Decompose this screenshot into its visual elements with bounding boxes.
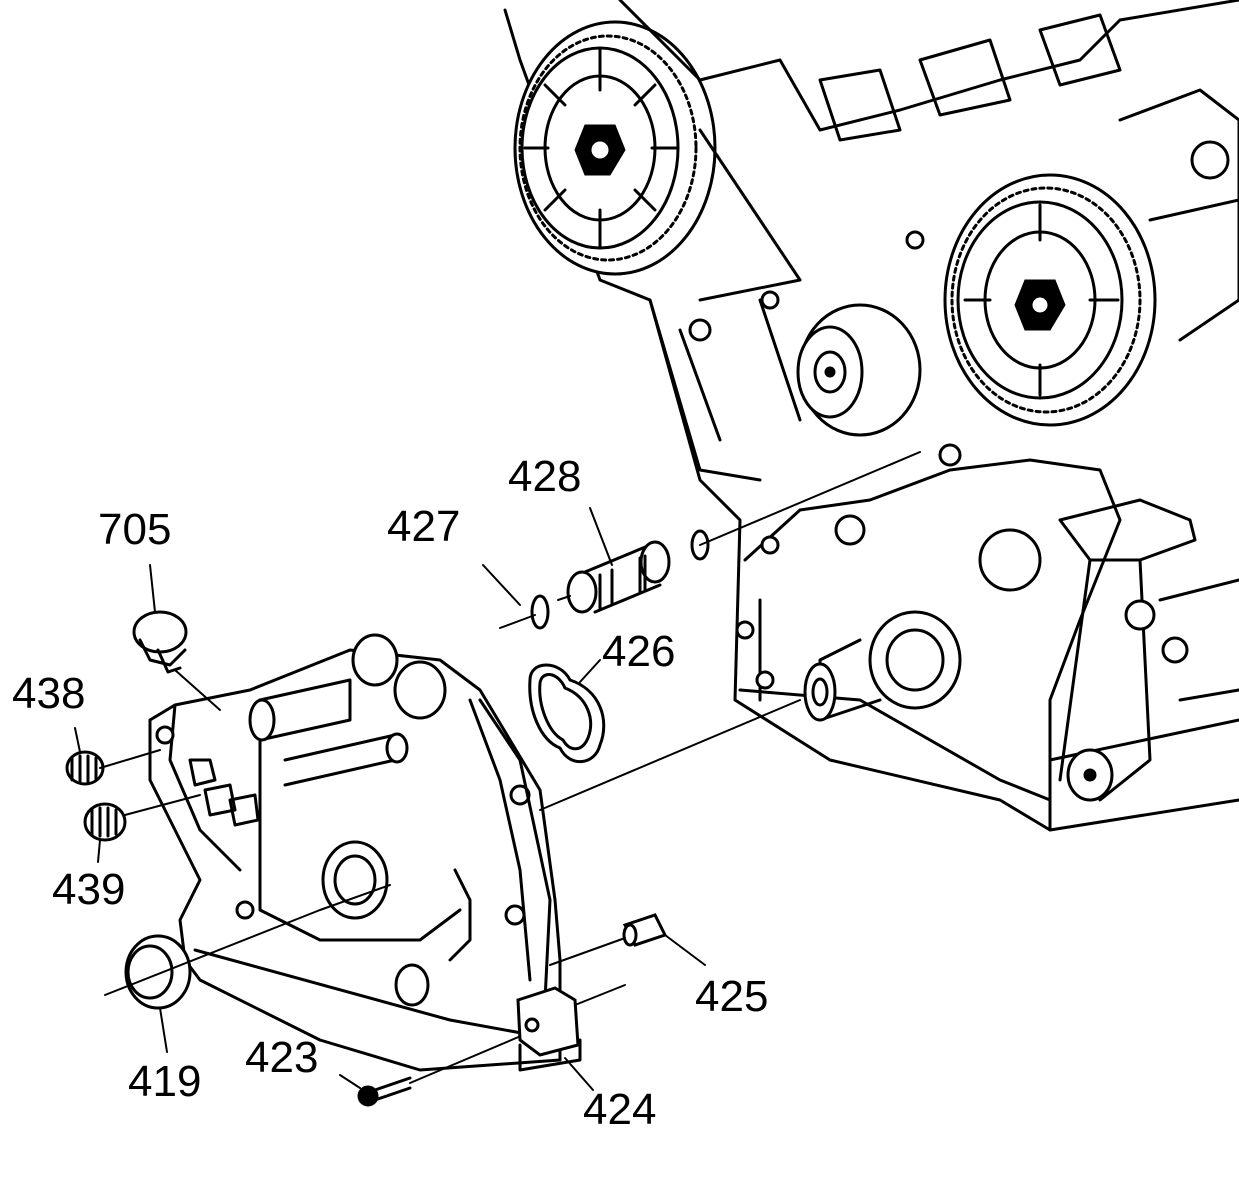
callout-427: 427 (387, 502, 461, 551)
callout-428: 428 (508, 452, 582, 501)
callout-426: 426 (602, 627, 676, 676)
part-424-bracket (516, 984, 626, 1072)
part-705-sensor (132, 610, 221, 711)
idler-pulley (796, 303, 922, 437)
callout-419: 419 (128, 1057, 202, 1106)
part-423-bolt (357, 1029, 536, 1107)
callout-424: 424 (583, 1085, 657, 1134)
callout-439: 439 (52, 865, 126, 914)
alignment-line-crank (539, 699, 801, 811)
part-419-seal (104, 884, 391, 1010)
part-425-dowel (549, 913, 668, 966)
callout-705: 705 (98, 505, 172, 554)
camshaft-sprocket-left (513, 20, 717, 276)
engine-block (503, 0, 1239, 832)
callout-438: 438 (12, 669, 86, 718)
part-428-tube (557, 540, 671, 614)
front-cover-oil-pump (148, 633, 562, 1072)
part-439-plug (83, 794, 201, 842)
callout-423: 423 (245, 1033, 319, 1082)
part-427-oring (499, 451, 921, 630)
part-426-gasket (528, 663, 606, 764)
camshaft-sprocket-right (943, 173, 1157, 427)
callout-425: 425 (695, 972, 769, 1021)
leader-lines (74, 507, 706, 1091)
part-438-plug (65, 749, 161, 786)
